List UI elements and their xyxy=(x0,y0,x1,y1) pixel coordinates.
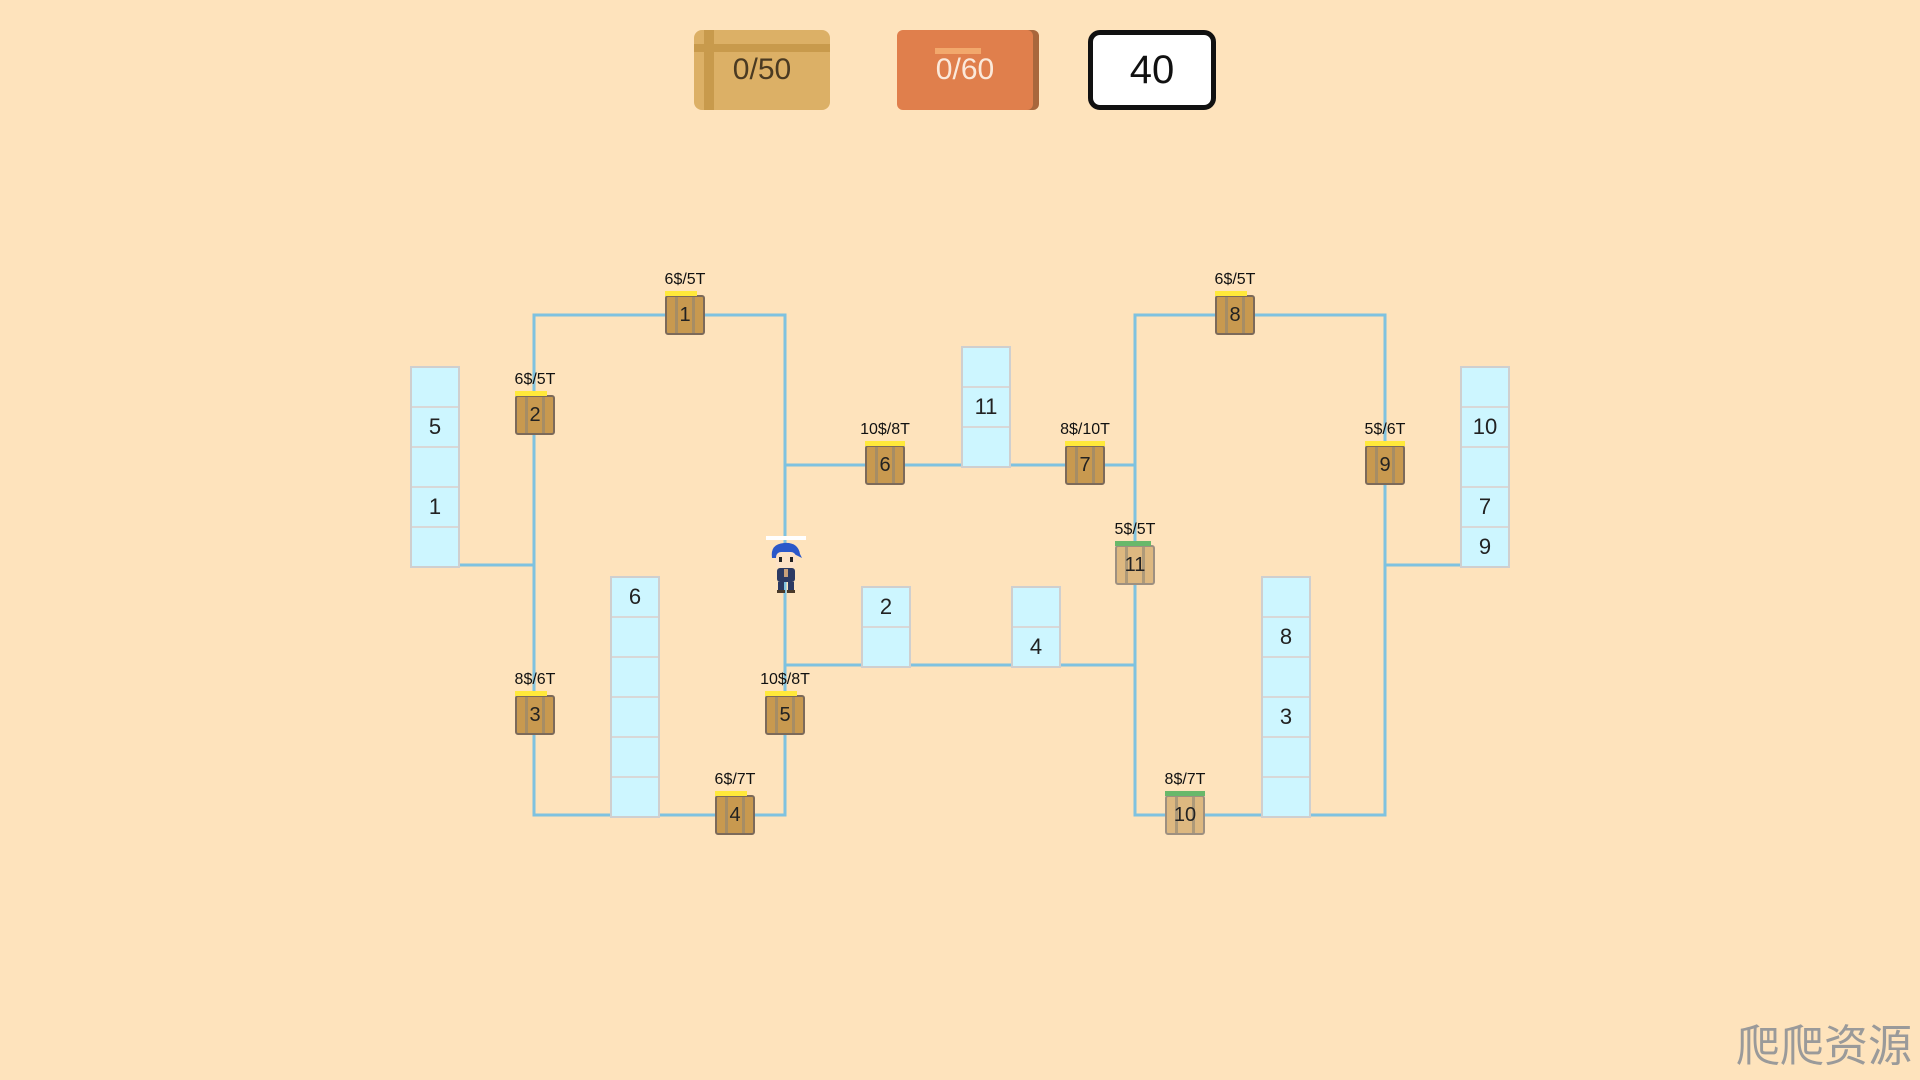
box-price-label: 6$/5T xyxy=(1214,271,1256,288)
box-timer-meter xyxy=(515,691,547,696)
player-character-icon xyxy=(766,536,806,593)
box-icon: 7 xyxy=(1065,445,1105,485)
package-box-3[interactable]: 8$/6T 3 xyxy=(515,671,555,735)
package-box-11[interactable]: 5$/5T 11 xyxy=(1115,521,1155,585)
shelf-cell[interactable] xyxy=(863,628,909,666)
box-icon: 2 xyxy=(515,395,555,435)
box-icon: 1 xyxy=(665,295,705,335)
shelf-cell[interactable]: 1 xyxy=(412,488,458,526)
box-timer-meter xyxy=(1215,291,1247,296)
box-icon: 3 xyxy=(515,695,555,735)
box-icon: 8 xyxy=(1215,295,1255,335)
box-price-label: 8$/6T xyxy=(514,671,556,688)
shelf-middle-left[interactable]: 2 xyxy=(861,586,911,668)
shelf-cell[interactable] xyxy=(963,348,1009,386)
shelf-middle-right[interactable]: 4 xyxy=(1011,586,1061,668)
shelf-inner-right[interactable]: 8 3 xyxy=(1261,576,1311,818)
delivered-boxes-counter: 0/50 xyxy=(694,30,830,110)
box-timer-meter xyxy=(1165,791,1205,796)
box-timer-meter xyxy=(1365,441,1405,446)
shelf-cell[interactable]: 9 xyxy=(1462,528,1508,566)
boxes-count-text: 0/50 xyxy=(732,53,792,86)
package-box-6[interactable]: 10$/8T 6 xyxy=(860,421,910,485)
package-box-9[interactable]: 5$/6T 9 xyxy=(1365,421,1405,485)
shelf-cell[interactable] xyxy=(412,448,458,486)
box-icon: 10 xyxy=(1165,795,1205,835)
box-icon: 6 xyxy=(865,445,905,485)
shelf-cell[interactable] xyxy=(612,658,658,696)
shelf-cell[interactable] xyxy=(1263,778,1309,816)
box-price-label: 8$/10T xyxy=(1060,421,1110,438)
box-timer-meter xyxy=(1065,441,1105,446)
shelf-inner-left[interactable]: 6 xyxy=(610,576,660,818)
shelf-cell[interactable]: 6 xyxy=(612,578,658,616)
shelf-top-middle[interactable]: 11 xyxy=(961,346,1011,468)
timer-text: 40 xyxy=(1129,47,1175,92)
shelf-cell[interactable] xyxy=(1263,658,1309,696)
shelf-cell[interactable]: 10 xyxy=(1462,408,1508,446)
box-timer-meter xyxy=(765,691,797,696)
player-character[interactable] xyxy=(764,536,808,594)
box-price-label: 5$/5T xyxy=(1114,521,1156,538)
box-price-label: 6$/7T xyxy=(714,771,756,788)
box-price-label: 6$/5T xyxy=(514,371,556,388)
shelf-cell[interactable] xyxy=(1462,368,1508,406)
package-box-1[interactable]: 6$/5T 1 xyxy=(665,271,705,335)
shelf-cell[interactable]: 4 xyxy=(1013,628,1059,666)
shelf-cell[interactable]: 2 xyxy=(863,588,909,626)
package-box-4[interactable]: 6$/7T 4 xyxy=(715,771,755,835)
shelf-left[interactable]: 5 1 xyxy=(410,366,460,568)
shelf-cell[interactable] xyxy=(963,428,1009,466)
shelf-cell[interactable] xyxy=(1013,588,1059,626)
package-box-8[interactable]: 6$/5T 8 xyxy=(1215,271,1255,335)
box-icon: 9 xyxy=(1365,445,1405,485)
shelf-cell[interactable] xyxy=(412,368,458,406)
box-icon: 5 xyxy=(765,695,805,735)
box-icon: 4 xyxy=(715,795,755,835)
box-timer-meter xyxy=(865,441,905,446)
shelf-cell[interactable]: 5 xyxy=(412,408,458,446)
shelf-cell[interactable] xyxy=(1263,578,1309,616)
shelf-cell[interactable] xyxy=(1462,448,1508,486)
box-price-label: 8$/7T xyxy=(1164,771,1206,788)
box-timer-meter xyxy=(515,391,547,396)
box-timer-meter xyxy=(715,791,747,796)
shelf-cell[interactable]: 8 xyxy=(1263,618,1309,656)
orange-counter: 0/60 xyxy=(897,30,1033,110)
box-price-label: 5$/6T xyxy=(1364,421,1406,438)
shelf-cell[interactable] xyxy=(612,778,658,816)
package-box-10[interactable]: 8$/7T 10 xyxy=(1165,771,1205,835)
shelf-cell[interactable]: 3 xyxy=(1263,698,1309,736)
shelf-right[interactable]: 10 7 9 xyxy=(1460,366,1510,568)
shelf-cell[interactable] xyxy=(412,528,458,566)
orange-count-text: 0/60 xyxy=(935,53,995,86)
timer-display: 40 xyxy=(1088,30,1216,110)
shelf-cell[interactable] xyxy=(612,738,658,776)
package-box-5[interactable]: 10$/8T 5 xyxy=(760,671,810,735)
box-timer-meter xyxy=(665,291,697,296)
box-timer-meter xyxy=(1115,541,1151,546)
box-price-label: 10$/8T xyxy=(860,421,910,438)
package-box-2[interactable]: 6$/5T 2 xyxy=(515,371,555,435)
shelf-cell[interactable]: 7 xyxy=(1462,488,1508,526)
box-icon: 11 xyxy=(1115,545,1155,585)
box-price-label: 10$/8T xyxy=(760,671,810,688)
package-box-7[interactable]: 8$/10T 7 xyxy=(1060,421,1110,485)
shelf-cell[interactable] xyxy=(1263,738,1309,776)
box-price-label: 6$/5T xyxy=(664,271,706,288)
shelf-cell[interactable] xyxy=(612,618,658,656)
shelf-cell[interactable]: 11 xyxy=(963,388,1009,426)
shelf-cell[interactable] xyxy=(612,698,658,736)
watermark-text: 爬爬资源 xyxy=(1736,1021,1912,1072)
